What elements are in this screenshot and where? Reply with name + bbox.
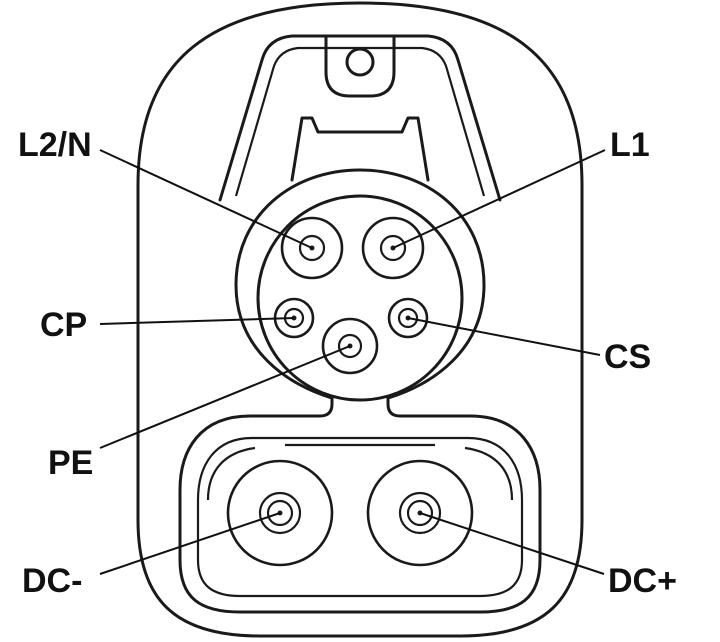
leader-pe	[99, 345, 351, 449]
latch-hook	[218, 34, 502, 202]
label-dc-minus: DC-	[22, 562, 82, 600]
ac-socket	[178, 168, 542, 614]
leader-l1	[392, 149, 606, 249]
connector-housing	[136, 1, 584, 638]
leader-dc-plus	[419, 512, 605, 575]
leader-dc-minus	[99, 512, 281, 575]
label-l2n: L2/N	[18, 126, 92, 164]
leader-cs	[407, 317, 601, 356]
dc-socket	[196, 436, 524, 598]
pin-cp	[273, 297, 315, 339]
label-l1: L1	[610, 126, 650, 164]
label-dc-plus: DC+	[608, 562, 677, 600]
leader-l2n	[99, 149, 313, 249]
label-cp: CP	[40, 306, 87, 344]
label-pe: PE	[48, 444, 93, 482]
leader-cp	[99, 317, 295, 325]
label-cs: CS	[604, 338, 651, 376]
